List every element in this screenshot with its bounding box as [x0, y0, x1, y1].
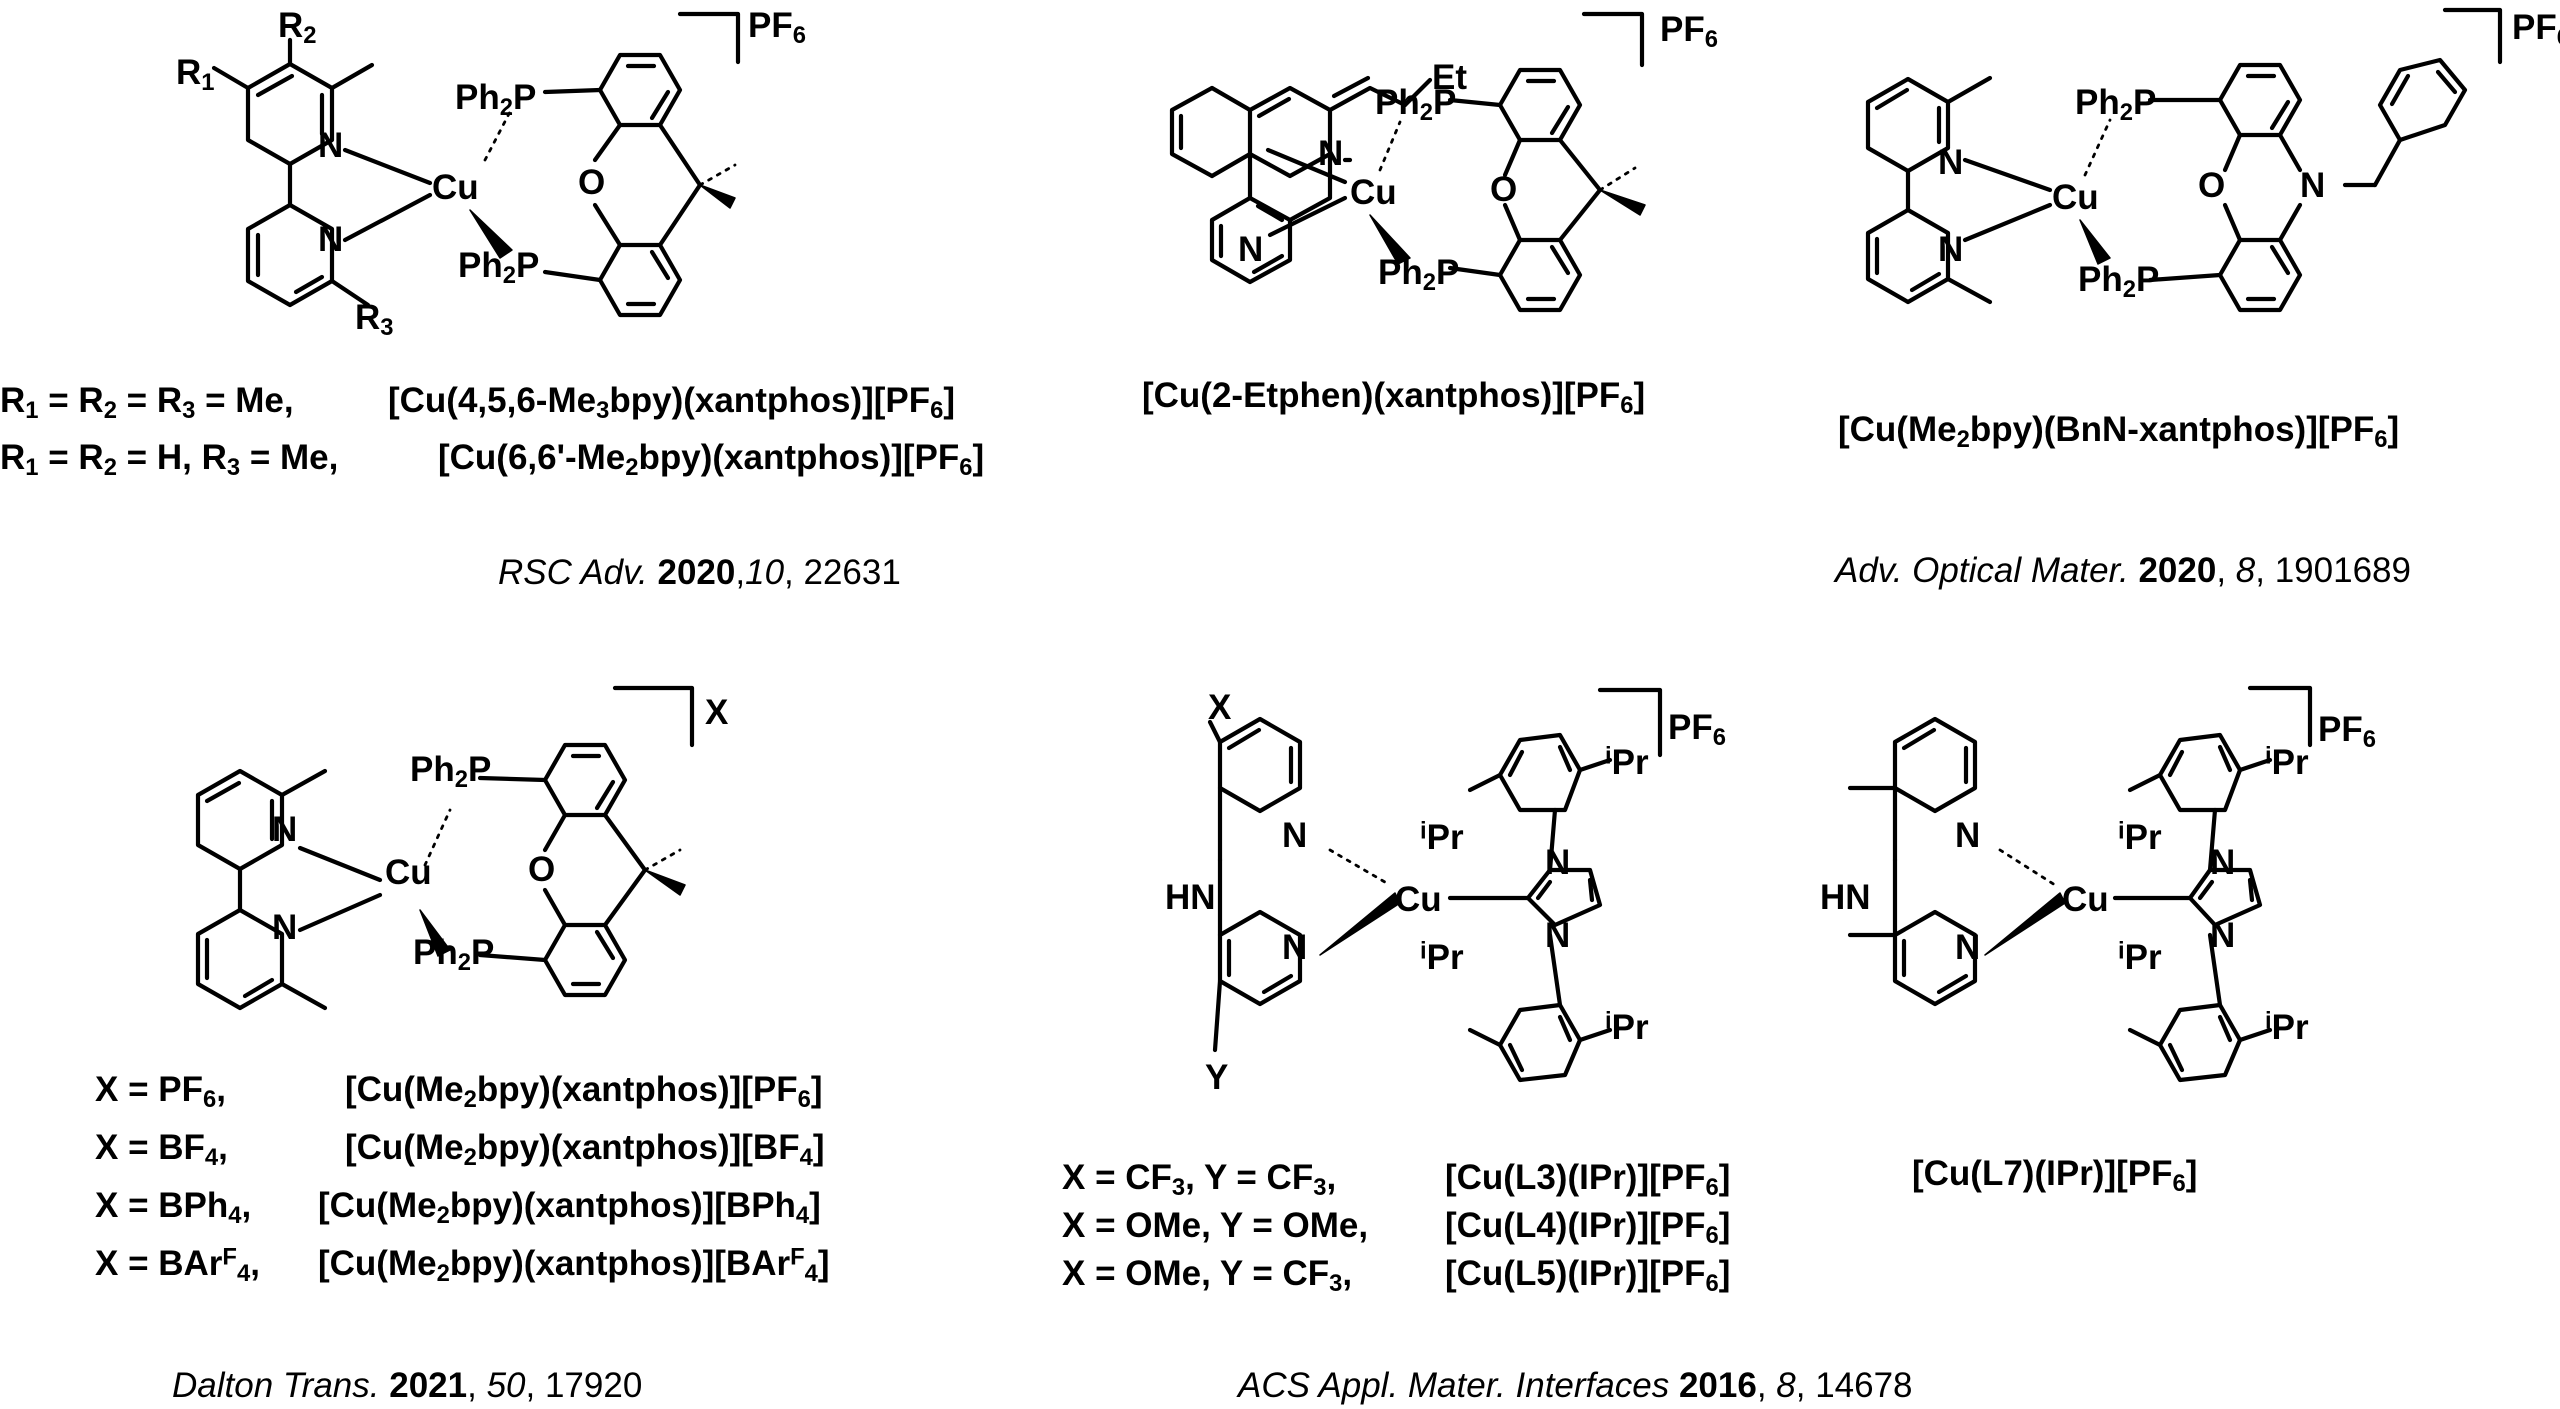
p6-name: [Cu(L7)(IPr)][PF6] [1912, 1154, 2198, 1197]
atom-n: N [1545, 843, 1571, 882]
atom-ipr: iPr [1420, 817, 1464, 857]
atom-ph2p: Ph2P [2075, 83, 2157, 126]
atom-o: O [528, 850, 556, 889]
atom-n: N [1238, 230, 1264, 269]
p4-row-x: X = BF4, [95, 1128, 228, 1171]
atom-r2: R2 [278, 6, 317, 49]
p5-row-name: [Cu(L5)(IPr)][PF6] [1445, 1254, 1731, 1297]
atom-n: N [1282, 928, 1308, 967]
atom-n: N [2210, 916, 2236, 955]
atom-ph2p: Ph2P [458, 246, 540, 289]
atom-ipr: iPr [2118, 937, 2162, 977]
atom-ipr: iPr [2265, 1007, 2309, 1047]
atom-hn: HN [1165, 878, 1216, 917]
atom-n: N [1938, 143, 1964, 182]
atom-n: N [1318, 134, 1344, 173]
atom-ph2p: Ph2P [1375, 83, 1457, 126]
p1-eq2: R1 = R2 = H, R3 = Me, [0, 438, 339, 481]
p4-row-name: [Cu(Me2bpy)(xantphos)][PF6] [345, 1070, 823, 1113]
atom-n: N [318, 126, 344, 165]
complex-5-structure [1207, 687, 1663, 1083]
atom-cu: Cu [1350, 173, 1397, 212]
complex-4-structure [195, 685, 695, 1011]
atom-o: O [578, 163, 606, 202]
atom-n: N [272, 810, 298, 849]
p1-reference: RSC Adv. 2020,10, 22631 [498, 553, 901, 592]
atom-n: N [318, 220, 344, 259]
atom-ipr: iPr [1420, 937, 1464, 977]
counterion-pf6: PF6 [748, 6, 806, 49]
atom-ph2p: Ph2P [2078, 260, 2160, 303]
complex-6-structure [1847, 685, 2313, 1083]
counterion-x: X [705, 693, 729, 732]
p4-row-x: X = PF6, [95, 1070, 226, 1113]
p4-row-name: [Cu(Me2bpy)(xantphos)][BF4] [345, 1128, 825, 1171]
atom-x: X [1208, 688, 1232, 727]
p5-row-name: [Cu(L3)(IPr)][PF6] [1445, 1158, 1731, 1201]
atom-ipr: iPr [2265, 742, 2309, 782]
p5-row-x: X = CF3, Y = CF3, [1062, 1158, 1337, 1201]
atom-n: N [1938, 230, 1964, 269]
atom-ph2p: Ph2P [410, 750, 492, 793]
complex-3-structure [1865, 7, 2503, 313]
p1-eq1: R1 = R2 = R3 = Me, [0, 381, 294, 424]
atom-ipr: iPr [2118, 817, 2162, 857]
atom-cu: Cu [385, 853, 432, 892]
atom-o: O [2198, 166, 2226, 205]
counterion-pf6: PF6 [1668, 708, 1726, 751]
atom-ipr: iPr [1605, 1007, 1649, 1047]
atom-n: N [2210, 843, 2236, 882]
atom-n: N [1955, 816, 1981, 855]
p5-reference: ACS Appl. Mater. Interfaces 2016, 8, 146… [1238, 1366, 1913, 1405]
atom-ph2p: Ph2P [413, 933, 495, 976]
atom-y: Y [1205, 1058, 1229, 1097]
complex-1-structure [211, 11, 741, 318]
p4-row-name: [Cu(Me2bpy)(xantphos)][BPh4] [318, 1186, 821, 1229]
p5-row-x: X = OMe, Y = OMe, [1062, 1206, 1369, 1245]
p1-name1: [Cu(4,5,6-Me3bpy)(xantphos)][PF6] [388, 381, 956, 424]
atom-r1: R1 [176, 53, 215, 96]
p2-name: [Cu(2-Etphen)(xantphos)][PF6] [1142, 376, 1646, 419]
atom-ph2p: Ph2P [455, 78, 537, 121]
atom-et: Et [1432, 58, 1467, 97]
atom-ipr: iPr [1605, 742, 1649, 782]
p4-row-name: [Cu(Me2bpy)(xantphos)][BArF4] [318, 1243, 830, 1287]
p1-name2: [Cu(6,6'-Me2bpy)(xantphos)][PF6] [438, 438, 985, 481]
atom-cu: Cu [2062, 880, 2109, 919]
p5-row-name: [Cu(L4)(IPr)][PF6] [1445, 1206, 1731, 1249]
counterion-pf6: PF6 [2512, 8, 2560, 49]
p4-row-x: X = BPh4, [95, 1186, 252, 1229]
atom-ph2p: Ph2P [1378, 253, 1460, 296]
p3-reference: Adv. Optical Mater. 2020, 8, 1901689 [1835, 551, 2411, 590]
atom-n: N [272, 908, 298, 947]
atom-r3: R3 [355, 298, 394, 341]
counterion-pf6: PF6 [1660, 10, 1718, 53]
atom-n: N [1545, 916, 1571, 955]
p5-row-x: X = OMe, Y = CF3, [1062, 1254, 1353, 1297]
atom-cu: Cu [2052, 178, 2099, 217]
p3-name: [Cu(Me2bpy)(BnN-xantphos)][PF6] [1838, 410, 2400, 453]
atom-o: O [1490, 170, 1518, 209]
counterion-pf6: PF6 [2318, 710, 2376, 753]
atom-n: N [2300, 166, 2326, 205]
complex-2-structure [1169, 11, 1646, 313]
p4-reference: Dalton Trans. 2021, 50, 17920 [172, 1366, 643, 1405]
p4-row-x: X = BArF4, [95, 1243, 260, 1287]
atom-cu: Cu [1395, 880, 1442, 919]
atom-n: N [1282, 816, 1308, 855]
atom-n: N [1955, 928, 1981, 967]
atom-cu: Cu [432, 168, 479, 207]
atom-hn: HN [1820, 878, 1871, 917]
